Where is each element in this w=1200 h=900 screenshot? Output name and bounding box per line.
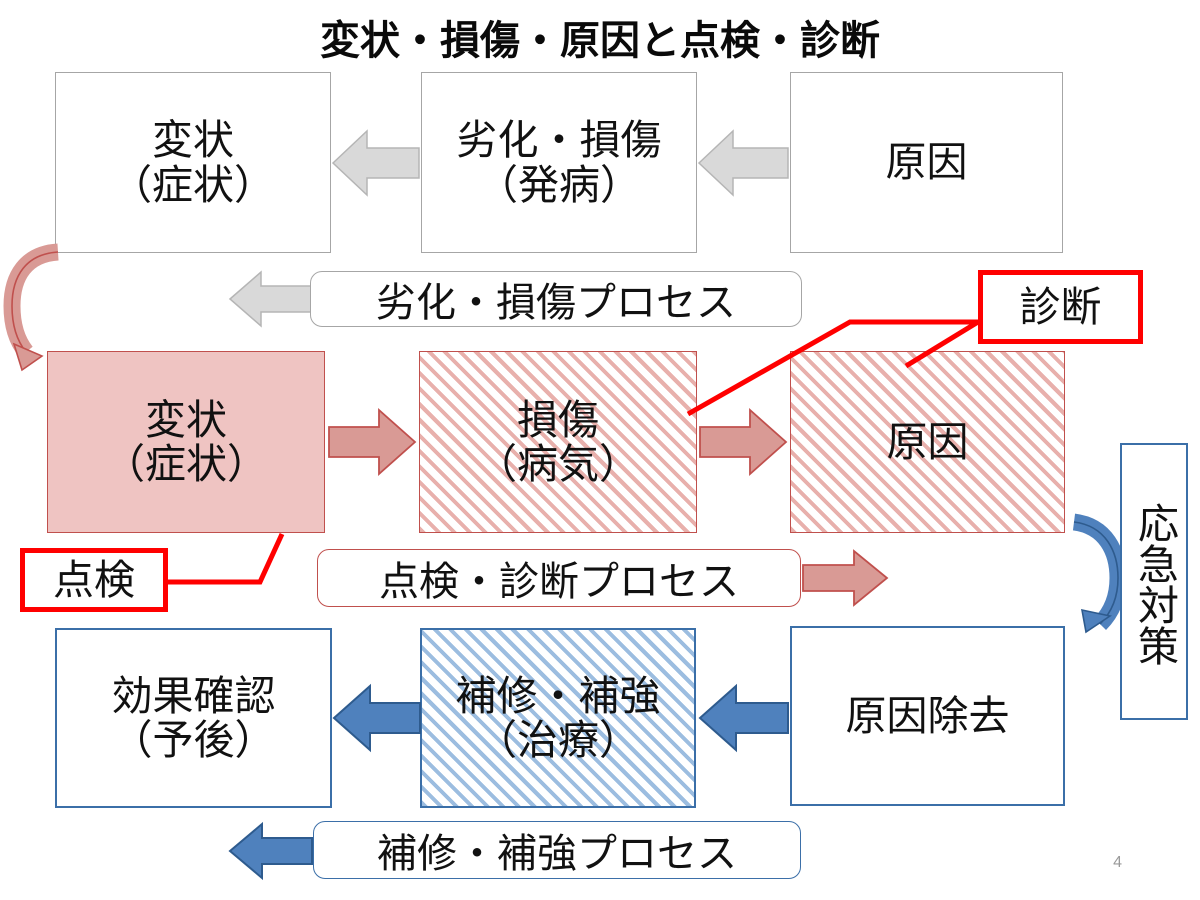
box-henjo-symptom-top: 変状 （症状） [55,72,331,253]
grey-arrow-1-icon [331,124,421,202]
label-hoshu-hokyo-process: 補修・補強プロセス [313,821,801,879]
red-arrow-1-icon [328,403,417,481]
page-number: 4 [1113,854,1122,871]
shindan-leader-lines [640,300,1000,430]
box-genin-cause: 原因 [790,351,1065,533]
label-tenken-shindan-process: 点検・診断プロセス [317,549,801,607]
callout-shindan: 診断 [978,270,1143,344]
box-genin-jokyo: 原因除去 [790,626,1065,806]
red-curved-return-arrow-icon [2,243,68,372]
page-title: 変状・損傷・原因と点検・診断 [320,18,880,64]
label-rekka-sonsho-process: 劣化・損傷プロセス [310,271,802,327]
blue-curved-arrow-icon [1066,508,1132,640]
box-henjo-symptom-mid: 変状 （症状） [47,351,325,533]
blue-arrow-process-icon [228,818,314,884]
box-rekka-sonsho: 劣化・損傷 （発病） [421,72,697,253]
callout-tenken: 点検 [20,548,168,612]
red-arrow-process-icon [802,545,889,611]
grey-arrow-process-icon [228,266,314,332]
red-arrow-2-icon [699,403,788,481]
blue-arrow-2-icon [698,679,790,757]
blue-arrow-1-icon [332,679,422,757]
box-sonsho-disease: 損傷 （病気） [419,351,697,533]
grey-arrow-2-icon [697,124,790,202]
box-hoshu-hokyo: 補修・補強 （治療） [420,628,696,808]
box-genin-top: 原因 [790,72,1063,253]
box-okyu-taisaku: 応急対策 [1120,443,1188,720]
box-kouka-kakunin: 効果確認 （予後） [55,628,332,808]
tenken-leader-line [160,520,340,598]
